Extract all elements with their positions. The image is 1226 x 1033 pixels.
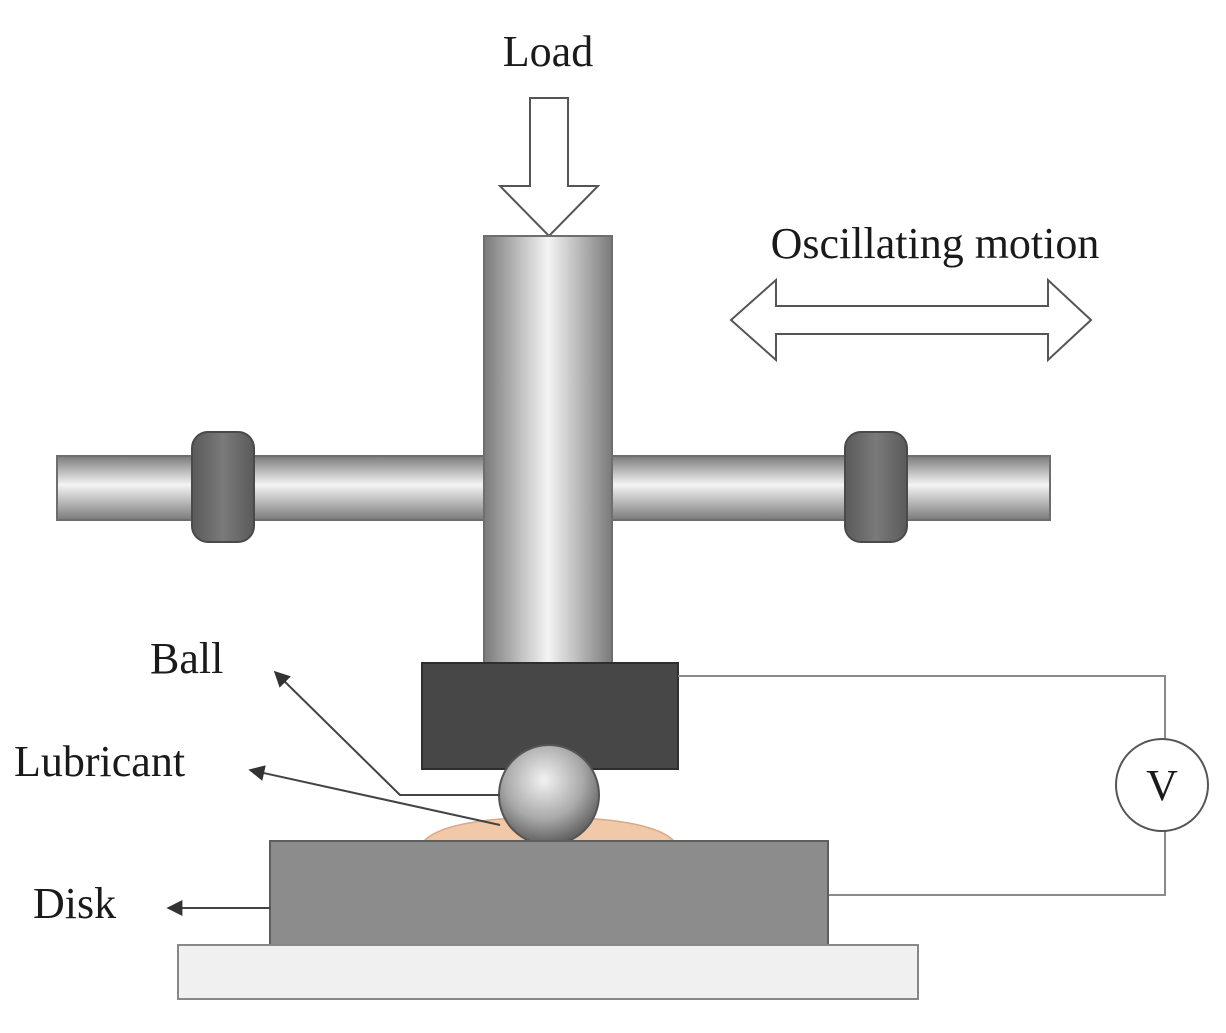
right-clamp (844, 431, 908, 543)
voltmeter-label: V (1146, 761, 1178, 810)
upper-wire (678, 675, 1166, 740)
lower-wire (828, 830, 1166, 896)
oscillating-motion-arrow-icon (729, 277, 1093, 363)
left-clamp (191, 431, 255, 543)
disk (269, 840, 829, 946)
load-label: Load (503, 27, 593, 76)
lubricant-leader-arrow (248, 765, 501, 826)
vertical-shaft (483, 235, 613, 667)
load-arrow-icon (497, 97, 601, 238)
voltmeter-icon (1115, 738, 1209, 832)
base-plate (177, 944, 919, 1000)
lubricant-label: Lubricant (14, 737, 185, 786)
disk-label: Disk (33, 879, 116, 928)
ball-leader-arrow (273, 670, 500, 796)
test-ball (498, 744, 600, 846)
ball-label: Ball (150, 634, 223, 683)
oscillating-motion-label: Oscillating motion (771, 219, 1100, 268)
